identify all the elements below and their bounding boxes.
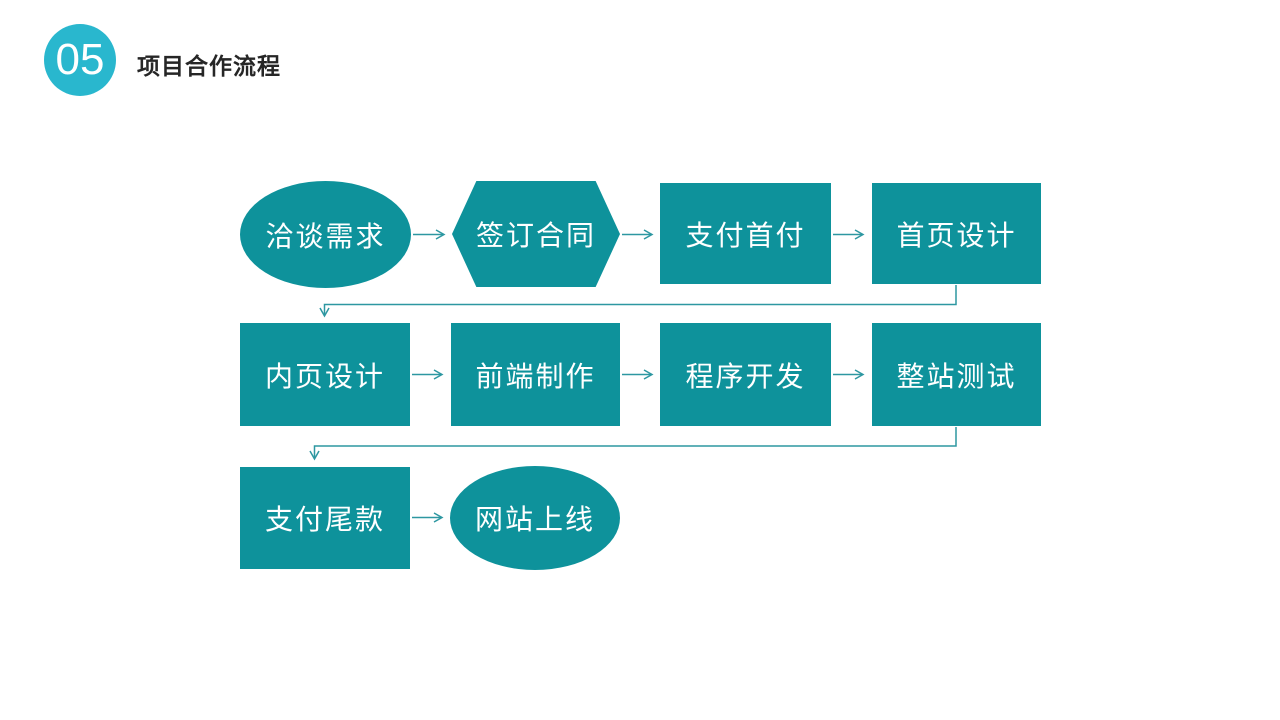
flow-node-pay-balance: 支付尾款 bbox=[240, 467, 410, 569]
flow-node-fullsite-testing: 整站测试 bbox=[872, 323, 1041, 426]
page-title: 项目合作流程 bbox=[137, 53, 281, 79]
flow-node-label: 网站上线 bbox=[474, 504, 595, 535]
flow-node-website-launch: 网站上线 bbox=[450, 466, 620, 570]
connector-elbow-arrow bbox=[309, 427, 957, 461]
flow-node-label: 首页设计 bbox=[896, 219, 1017, 251]
flow-node-label: 内页设计 bbox=[264, 360, 385, 392]
flow-node-label: 支付尾款 bbox=[264, 504, 385, 535]
flow-node-pay-deposit: 支付首付 bbox=[660, 183, 831, 284]
flow-node-label: 支付首付 bbox=[685, 219, 806, 251]
flow-node-label: 前端制作 bbox=[475, 360, 596, 392]
flow-node-label: 洽谈需求 bbox=[265, 220, 386, 252]
flow-node-label: 程序开发 bbox=[685, 360, 806, 392]
flow-node-program-develop: 程序开发 bbox=[660, 323, 831, 426]
section-number-badge: 05 bbox=[44, 24, 116, 96]
connector-elbow-arrow bbox=[319, 285, 957, 318]
flow-node-sign-contract: 签订合同 bbox=[452, 181, 620, 287]
flow-node-negotiate-needs: 洽谈需求 bbox=[240, 181, 411, 288]
flow-node-innerpage-design: 内页设计 bbox=[240, 323, 410, 426]
flow-node-homepage-design: 首页设计 bbox=[872, 183, 1041, 284]
section-number: 05 bbox=[55, 35, 105, 84]
flow-node-frontend-build: 前端制作 bbox=[451, 323, 620, 426]
flow-node-label: 整站测试 bbox=[896, 360, 1017, 392]
flow-node-label: 签订合同 bbox=[475, 220, 596, 251]
